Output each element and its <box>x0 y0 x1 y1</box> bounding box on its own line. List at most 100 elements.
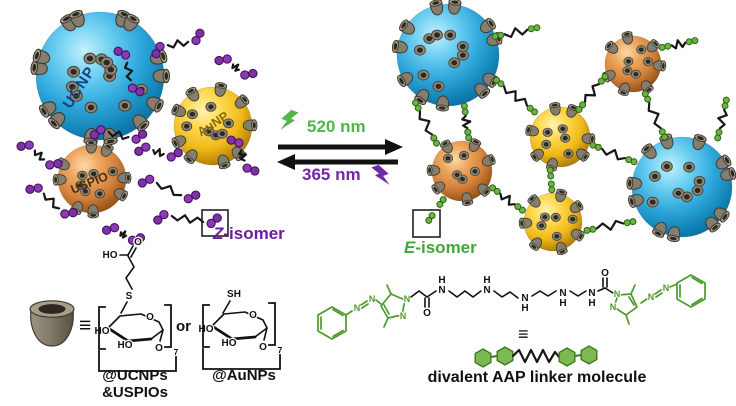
e-isomer-linker <box>460 102 473 142</box>
amine-n: N <box>559 288 566 299</box>
ucnp-uspio-structure-label: @UCNPs &USPIOs <box>89 367 181 401</box>
z-aap-end-group <box>214 55 224 66</box>
atom-o: O <box>134 237 142 248</box>
z-isomer-linker <box>16 140 63 170</box>
repeat-subscript: 7 <box>174 347 179 357</box>
e-aap-end-group <box>436 200 444 208</box>
z-aap-end-group <box>145 174 155 184</box>
z-aap-end-group <box>206 218 216 229</box>
e-isomer-suffix: -isomer <box>415 238 477 257</box>
z-aap-end-group <box>153 215 163 225</box>
pyrazole-ring <box>613 293 638 316</box>
z-aap-end-group <box>242 163 252 173</box>
e-aap-end-group <box>546 166 554 174</box>
atom-ho: HO <box>199 324 214 335</box>
azo-n: N <box>648 292 655 302</box>
z-aap-end-group <box>195 28 205 38</box>
e-aap-end-group <box>491 32 499 40</box>
e-aap-end-group <box>514 203 522 211</box>
equivalence-symbol-aap: ≡ <box>518 324 529 344</box>
z-isomer-prefix: Z <box>213 224 224 243</box>
e-aap-end-group <box>547 180 555 188</box>
e-isomer-linker <box>641 90 669 141</box>
e-aap-end-group <box>658 128 666 136</box>
amine-h: H <box>559 298 566 309</box>
atom-ho: HO <box>118 340 133 351</box>
cyclodextrin-cavity-icon <box>216 128 228 139</box>
z-aap-end-group <box>53 159 63 169</box>
amide-h: H <box>588 298 595 309</box>
e-aap-end-group <box>589 225 597 233</box>
amide-n: N <box>588 288 595 299</box>
e-aap-end-group <box>497 80 505 88</box>
reaction-arrows <box>277 108 403 189</box>
z-isomer-linker <box>153 209 222 229</box>
network-uspio-sphere-1 <box>600 30 667 98</box>
e-isomer-linker <box>575 73 609 113</box>
e-aap-end-group <box>575 106 583 113</box>
cyclodextrin-cavity-icon <box>469 166 481 177</box>
carbonyl-o: O <box>601 268 609 279</box>
e-aap-end-group <box>531 108 538 116</box>
network-ucnp-sphere-1 <box>390 0 504 113</box>
z-isomer-linker <box>214 54 258 80</box>
cyclodextrin-bucket <box>85 139 98 154</box>
cyclodextrin-cavity-icon <box>623 56 634 66</box>
z-aap-end-group <box>173 148 183 158</box>
pyrazole-n: N <box>610 302 617 312</box>
cyclodextrin-cavity-icon <box>451 170 463 180</box>
amide-h: H <box>438 275 445 286</box>
structure-label-line2: &USPIOs <box>102 384 168 401</box>
e-aap-end-group <box>547 172 555 180</box>
aap-linker-caption: divalent AAP linker molecule <box>427 369 647 386</box>
amine-n: N <box>483 285 490 296</box>
cyclodextrin-cavity-icon <box>541 139 552 150</box>
cyclodextrin-cavity-icon <box>456 41 469 52</box>
network-ucnp-sphere-2 <box>625 132 736 243</box>
e-aap-end-group <box>715 128 723 136</box>
uspio-sphere <box>52 139 132 219</box>
aap-linker-legend: N N N N O N H N H N H N H N H O <box>317 267 706 368</box>
cd-structure-aunp: SH O HO HO O 7 <box>197 288 283 370</box>
atom-glyco-o: O <box>155 343 163 354</box>
cyclodextrin-cavity-icon <box>672 187 685 199</box>
e-isomer-linker <box>425 196 447 224</box>
cyclodextrin-cavity-icon <box>431 29 443 41</box>
e-aap-end-group <box>414 104 422 112</box>
atom-ho: HO <box>95 326 110 337</box>
cyclodextrin-cavity-icon <box>693 175 706 187</box>
z-aap-end-group <box>137 129 148 139</box>
cyclodextrin-cavity-icon <box>448 57 461 69</box>
z-aap-end-group <box>234 138 244 148</box>
cyclodextrin-legend: HO O S O HO HO O 7 SH O HO HO O <box>29 236 283 372</box>
network-aunp-sphere-1 <box>524 101 596 173</box>
e-isomer-linker <box>491 24 541 40</box>
e-aap-end-group <box>465 134 473 142</box>
z-aap-end-group <box>127 235 138 245</box>
z-aap-end-group <box>240 70 250 80</box>
z-aap-end-group <box>120 50 131 60</box>
cyclodextrin-bucket-icon <box>29 300 75 347</box>
e-aap-end-group <box>464 128 472 136</box>
pyrazole-n: N <box>614 289 621 299</box>
z-aap-end-group <box>191 190 201 200</box>
z-aap-end-group <box>151 49 161 59</box>
cyclodextrin-cavity-icon <box>550 212 561 222</box>
cyclodextrin-cavity-icon <box>444 29 457 41</box>
z-aap-end-group <box>135 87 145 97</box>
cyclodextrin-cavity-icon <box>107 166 119 177</box>
cyclodextrin-cavity-icon <box>84 101 98 114</box>
purple-lightning-icon <box>371 163 392 189</box>
e-aap-end-group <box>722 96 730 104</box>
z-isomer-linker <box>113 46 145 97</box>
e-aap-end-group <box>721 102 729 110</box>
cyclodextrin-cavity-icon <box>691 184 704 196</box>
forward-wavelength-label: 520 nm <box>307 117 366 136</box>
z-isomer-linker <box>226 135 260 176</box>
cyclodextrin-cavity-icon <box>542 127 553 137</box>
z-aap-end-group <box>96 125 106 135</box>
cd-structure-ucnp: HO O S O HO HO O 7 <box>93 236 179 372</box>
amine-h: H <box>521 303 528 314</box>
z-aap-end-group <box>109 223 120 233</box>
